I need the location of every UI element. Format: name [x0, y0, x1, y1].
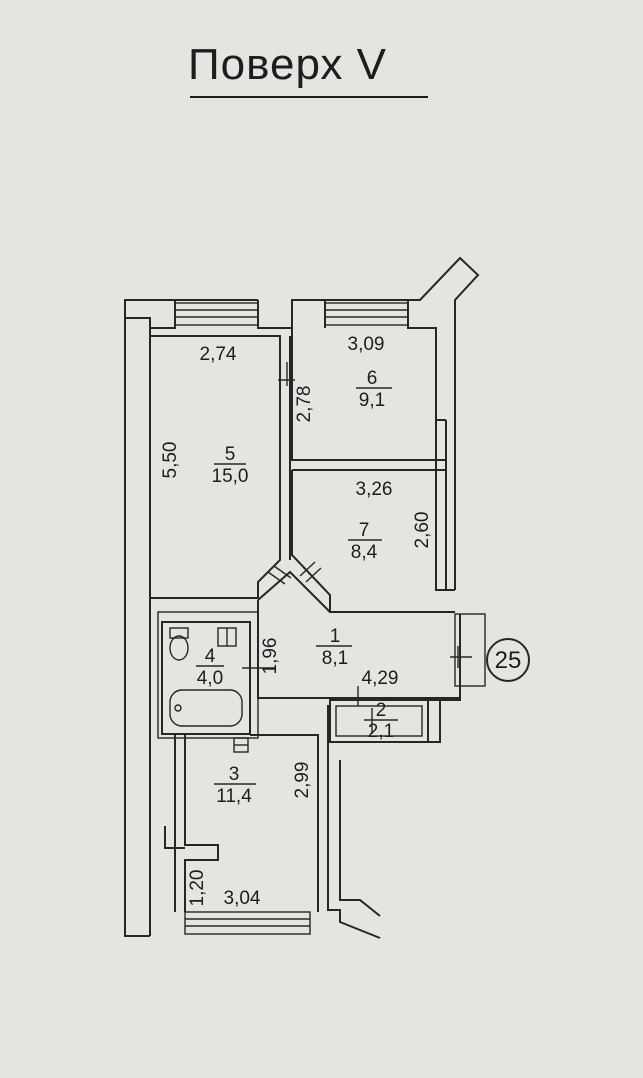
- room-3-number: 3: [229, 764, 240, 785]
- room-6-width-dimension: 3,09: [348, 334, 385, 355]
- room-1-height-dimension: 1,96: [260, 638, 281, 675]
- room-5-number: 5: [225, 444, 236, 465]
- room-3-niche-dimension: 1,20: [187, 870, 208, 907]
- room-6-height-dimension: 2,78: [294, 386, 315, 423]
- room-4-area: 4,0: [197, 668, 223, 689]
- room-7-width-dimension: 3,26: [356, 479, 393, 500]
- outer-walls: [124, 256, 480, 937]
- room-3-width-dimension: 3,04: [224, 888, 261, 909]
- room-3-height-dimension: 2,99: [292, 762, 313, 799]
- title-underline: [190, 96, 428, 98]
- room-4-number: 4: [205, 646, 216, 667]
- room-7-height-dimension: 2,60: [412, 512, 433, 549]
- room-6-label: 6 9,1: [356, 368, 392, 411]
- room-5-width-dimension: 2,74: [200, 344, 237, 365]
- room-6-7-outline: [291, 328, 455, 613]
- room-2-outline: [329, 699, 429, 743]
- apartment-number-circle: [486, 638, 530, 682]
- room-7-number: 7: [359, 520, 370, 541]
- room-2-label: 2 2,1: [364, 700, 398, 742]
- room-4-label: 4 4,0: [196, 646, 224, 689]
- room-4-outline: [157, 611, 275, 739]
- room-6-number: 6: [367, 368, 378, 389]
- room-3-area: 11,4: [216, 786, 252, 807]
- room-5-area: 15,0: [212, 466, 249, 487]
- room-5-height-dimension: 5,50: [160, 442, 181, 479]
- door-markers: [267, 561, 322, 585]
- room-1-width-dimension: 4,29: [362, 668, 399, 689]
- room-1-label: 1 8,1: [316, 626, 352, 669]
- room-7-area: 8,4: [351, 542, 378, 563]
- room-3-outline: [164, 690, 461, 939]
- apartment-number: 25: [495, 647, 522, 674]
- room-6-area: 9,1: [359, 390, 385, 411]
- windows: [174, 302, 486, 935]
- room-3-label: 3 11,4: [214, 764, 256, 807]
- room-2-area: 2,1: [368, 721, 394, 742]
- room-2-number: 2: [376, 700, 387, 721]
- room-5-label: 5 15,0: [212, 444, 249, 487]
- room-1-number: 1: [330, 626, 341, 647]
- floor-title: Поверх V: [188, 40, 387, 89]
- room-7-label: 7 8,4: [348, 520, 382, 563]
- room-1-area: 8,1: [322, 648, 348, 669]
